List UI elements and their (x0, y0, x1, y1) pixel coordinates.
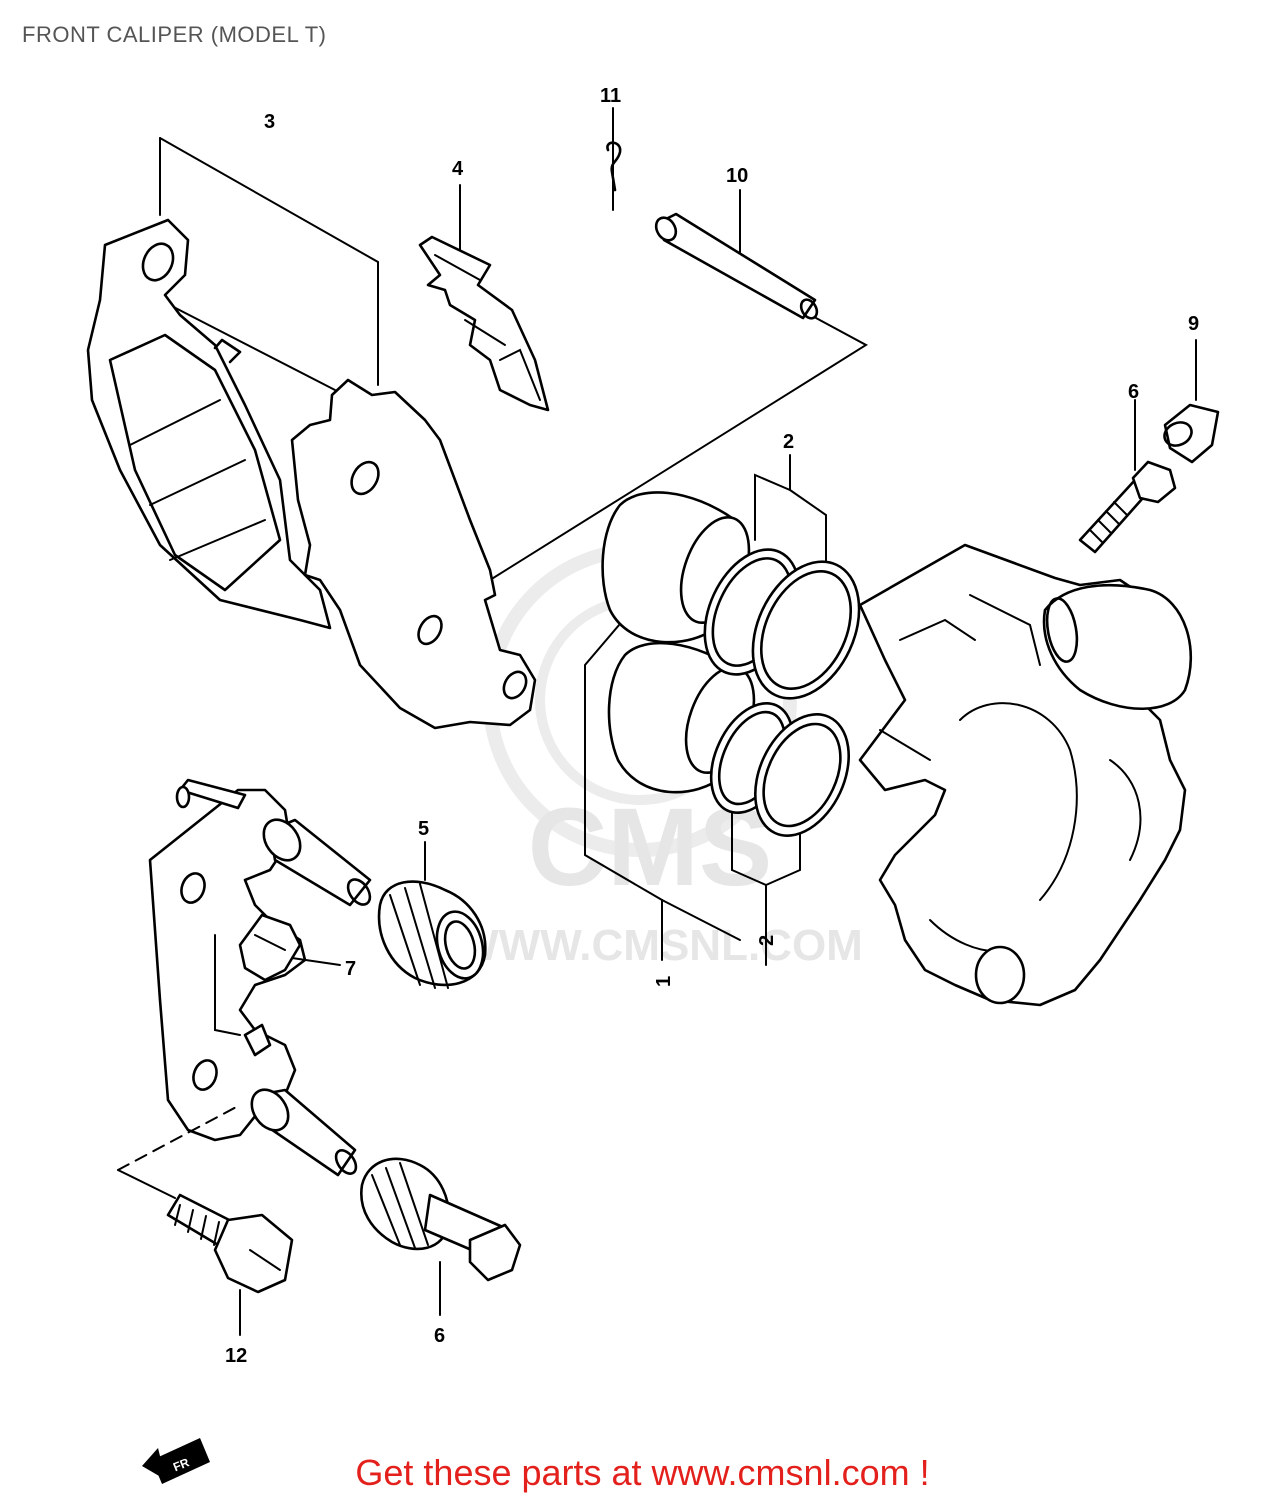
label-part-2-lower: 2 (756, 935, 778, 946)
label-part-11: 11 (600, 85, 621, 107)
caliper-bracket (148, 778, 307, 1142)
bracket-pin-lower (250, 1088, 358, 1177)
bleeder-valve (1078, 460, 1177, 554)
assembly-line-bolt (117, 1169, 176, 1199)
mounting-bolt (166, 1193, 294, 1294)
piston-group-outline (584, 617, 741, 961)
watermark-url: WWW.CMSNL.COM (457, 921, 863, 970)
slide-pin-with-boot (360, 1157, 522, 1282)
seal-lower (709, 701, 850, 837)
page-title: FRONT CALIPER (MODEL T) (22, 22, 327, 47)
pad-spring (418, 235, 550, 412)
assembly-line-bracket (117, 1104, 241, 1171)
caliper-body (858, 543, 1193, 1007)
label-part-10: 10 (726, 165, 748, 187)
brake-pad-inner (290, 378, 537, 730)
label-part-7: 7 (345, 958, 356, 980)
label-part-6-upper: 6 (1128, 381, 1139, 403)
label-part-4: 4 (452, 158, 464, 180)
leader-7 (291, 957, 341, 966)
label-part-1: 1 (653, 976, 675, 987)
brake-pad-outer (86, 218, 332, 630)
label-part-2-upper: 2 (783, 431, 794, 453)
bleeder-cap (1163, 403, 1220, 464)
seal-upper (703, 548, 861, 700)
get-parts-link[interactable]: Get these parts at www.cmsnl.com ! (355, 1452, 930, 1493)
clip-pin (606, 107, 622, 211)
label-part-3: 3 (264, 111, 275, 133)
pad-pin (654, 212, 819, 320)
front-direction-arrow-icon: FR (142, 1438, 210, 1484)
piston-upper (601, 491, 751, 644)
dust-boot (377, 880, 487, 989)
seal-group-outline-2 (731, 454, 827, 966)
label-part-5: 5 (418, 818, 429, 840)
label-part-6-lower: 6 (434, 1325, 445, 1347)
pad-group-outline (159, 137, 868, 581)
bracket-pin-upper (262, 818, 372, 907)
label-part-12: 12 (225, 1345, 247, 1367)
front-direction-label: FR (171, 1455, 191, 1474)
label-part-9: 9 (1188, 313, 1199, 335)
